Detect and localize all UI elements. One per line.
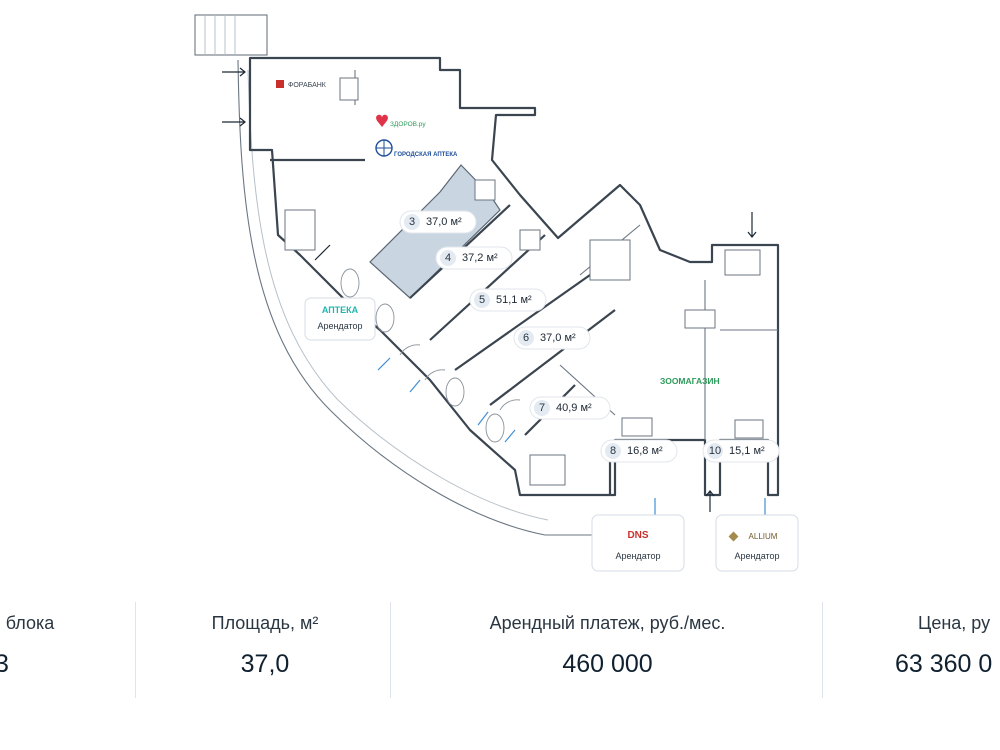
svg-text:16,8 м²: 16,8 м² (627, 445, 663, 457)
unit-partitions (270, 70, 778, 495)
area-value: 37,0 (240, 650, 290, 678)
svg-text:51,1 м²: 51,1 м² (496, 294, 532, 306)
area-column: Площадь, м² 37,0 (140, 590, 390, 700)
svg-text:DNS: DNS (627, 530, 648, 541)
unit-label-7[interactable]: 7 40,9 м² (529, 396, 611, 420)
pharmacy-logo: ГОРОДСКАЯ АПТЕКА (375, 139, 458, 158)
svg-text:37,0 м²: 37,0 м² (540, 332, 576, 344)
block-value: 3 (0, 650, 9, 678)
svg-text:ФОРАБАНК: ФОРАБАНК (288, 82, 327, 89)
unit-label-5[interactable]: 5 51,1 м² (469, 288, 547, 312)
svg-text:10: 10 (709, 445, 721, 457)
zdorov-label: ЗДОРОВ.ру (376, 114, 426, 128)
rent-column: Арендный платеж, руб./мес. 460 000 (395, 590, 820, 700)
svg-text:8: 8 (610, 445, 616, 457)
outer-walkway (237, 59, 600, 536)
fixtures (284, 77, 764, 486)
unit-label-8[interactable]: 8 16,8 м² (600, 439, 678, 463)
price-column: Цена, ру 63 360 0 (895, 590, 1000, 700)
svg-text:Арендатор: Арендатор (317, 321, 362, 331)
rent-label: Арендный платеж, руб./мес. (489, 613, 726, 633)
svg-text:6: 6 (523, 332, 529, 344)
svg-text:7: 7 (539, 402, 545, 414)
svg-text:АПТЕКА: АПТЕКА (322, 305, 359, 315)
svg-text:40,9 м²: 40,9 м² (556, 402, 592, 414)
floor-plan: ФОРАБАНК ЗДОРОВ.ру ГОРОДСКАЯ АПТЕКА ЗООМ… (194, 14, 799, 572)
unit-label-10[interactable]: 10 15,1 м² (702, 439, 780, 463)
rent-value: 460 000 (562, 650, 653, 678)
unit-label-4[interactable]: 4 37,2 м² (435, 246, 513, 270)
svg-text:Арендатор: Арендатор (734, 551, 779, 561)
building-outline (248, 56, 780, 497)
divider (135, 602, 136, 698)
unit-label-3[interactable]: 3 37,0 м² (399, 210, 477, 234)
svg-text:4: 4 (445, 252, 451, 264)
zoo-label: ЗООМАГАЗИН (660, 376, 720, 386)
svg-text:Арендатор: Арендатор (615, 551, 660, 561)
svg-text:37,0 м²: 37,0 м² (426, 216, 462, 228)
area-label: Площадь, м² (211, 613, 319, 633)
block-column: блока 3 (0, 590, 100, 700)
tenant-card-dns: DNS Арендатор (591, 514, 685, 572)
svg-text:5: 5 (479, 294, 485, 306)
price-value: 63 360 0 (895, 650, 993, 678)
forabank-label: ФОРАБАНК (276, 80, 327, 89)
unit-info-bar: блока 3 Площадь, м² 37,0 Арендный платеж… (0, 590, 1000, 750)
doors (340, 268, 521, 443)
divider (390, 602, 391, 698)
tenant-card-apteka: АПТЕКА Арендатор (304, 297, 376, 341)
divider (822, 602, 823, 698)
svg-text:37,2 м²: 37,2 м² (462, 252, 498, 264)
svg-text:ЗДОРОВ.ру: ЗДОРОВ.ру (390, 121, 426, 128)
price-label: Цена, ру (918, 613, 991, 633)
tenant-card-allium: ALLIUM Арендатор (715, 514, 799, 572)
entrance-stairs (194, 14, 268, 56)
svg-text:15,1 м²: 15,1 м² (729, 445, 765, 457)
blue-entry-arrows (361, 304, 766, 520)
svg-text:ALLIUM: ALLIUM (749, 532, 778, 541)
unit-label-6[interactable]: 6 37,0 м² (513, 326, 591, 350)
svg-text:ГОРОДСКАЯ АПТЕКА: ГОРОДСКАЯ АПТЕКА (394, 152, 458, 158)
entrance-arrows (222, 67, 757, 512)
svg-text:3: 3 (409, 216, 415, 228)
block-label: блока (5, 613, 55, 633)
